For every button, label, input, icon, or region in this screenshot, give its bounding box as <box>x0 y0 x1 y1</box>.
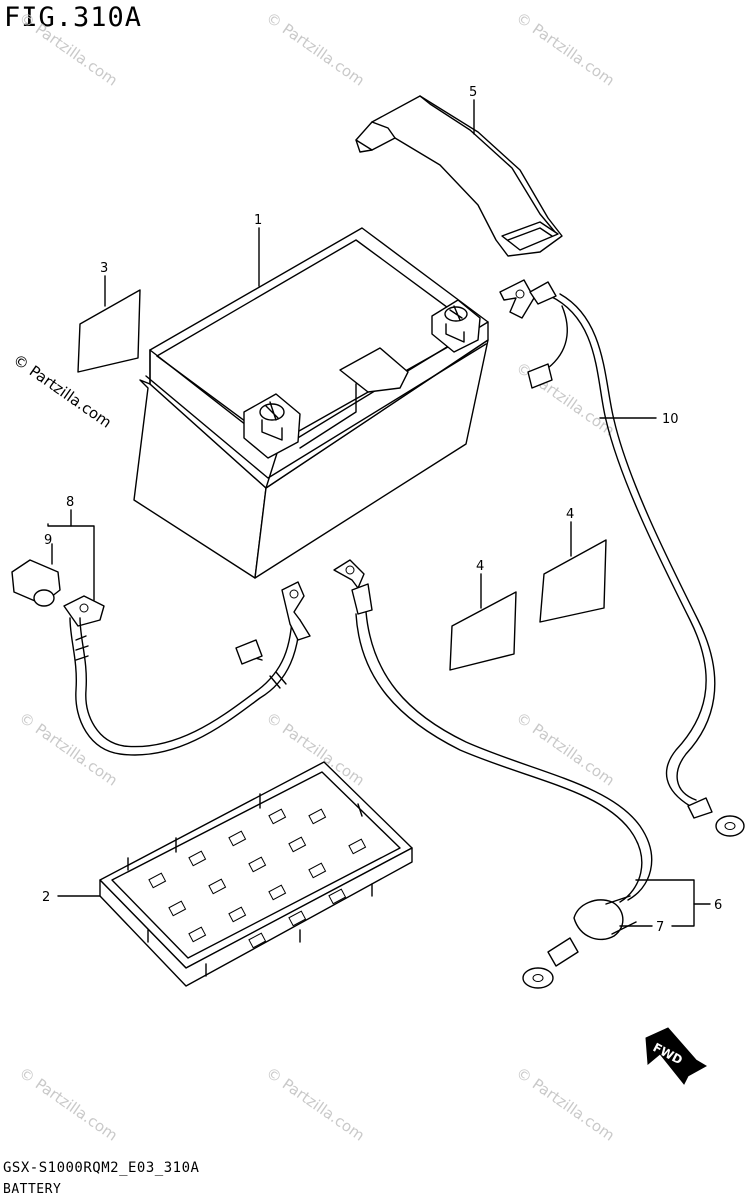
fwd-arrow: FWD <box>645 1027 707 1085</box>
callout-number: 5 <box>469 85 477 100</box>
callout-number: 3 <box>100 261 108 276</box>
model-code: GSX-S1000RQM2_E03_310A <box>3 1160 200 1176</box>
battery-tray <box>99 761 413 987</box>
figure-title: FIG.310A <box>4 2 143 33</box>
watermark: © Partzilla.com <box>513 1064 618 1145</box>
terminal-cap <box>573 899 624 941</box>
callout-number: 10 <box>662 412 679 427</box>
callout-number: 4 <box>476 559 484 574</box>
watermark: © Partzilla.com <box>16 1064 121 1145</box>
callout-number: 6 <box>714 898 722 913</box>
battery <box>133 227 489 579</box>
label-sheet <box>539 539 607 623</box>
callout-number: 1 <box>254 213 262 228</box>
watermark: © Partzilla.com <box>513 9 618 90</box>
cable <box>333 559 653 989</box>
leader-lines <box>47 99 711 927</box>
callout-number: 9 <box>44 533 52 548</box>
callout-number: 4 <box>566 507 574 522</box>
watermark: © Partzilla.com <box>263 1064 368 1145</box>
cable <box>499 279 745 837</box>
callout-number: 7 <box>656 920 664 935</box>
tray-holes <box>148 808 367 949</box>
watermark: © Partzilla.com <box>513 709 618 790</box>
callout-layer: 1 5 3 4 4 10 2 8 9 6 7 <box>42 85 722 935</box>
cable <box>11 559 311 756</box>
watermark: © Partzilla.com <box>16 9 121 90</box>
battery-strap <box>355 95 563 257</box>
label-sheet <box>77 289 141 373</box>
section-name: BATTERY <box>3 1182 62 1197</box>
watermark: © Partzilla.com <box>263 9 368 90</box>
callout-number: 2 <box>42 890 50 905</box>
label-sheet <box>449 591 517 671</box>
callout-number: 8 <box>66 495 74 510</box>
